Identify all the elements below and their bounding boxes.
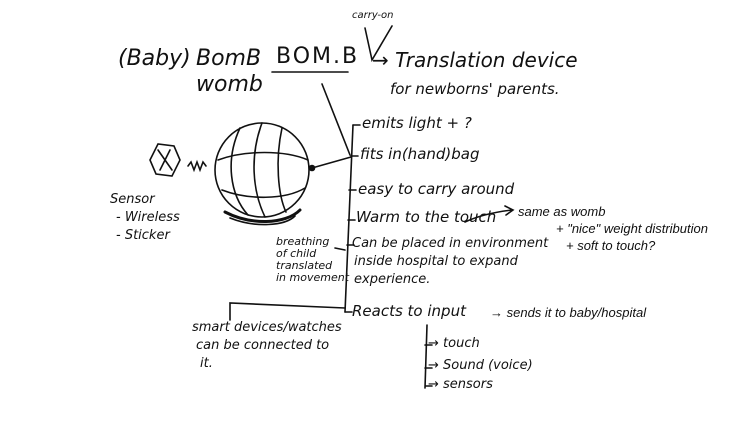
title-baby: (Baby) xyxy=(118,46,191,71)
sphere-device-icon xyxy=(214,122,310,226)
sensor-icon xyxy=(149,143,207,177)
sensor-wireless: - Wireless xyxy=(116,210,180,225)
bomb-link-line xyxy=(321,83,351,156)
warm-arrow xyxy=(464,205,515,223)
warm-note-soft: + soft to touch? xyxy=(566,238,656,253)
feature-easy-carry: easy to carry around xyxy=(358,180,515,198)
breathing-note: breathing of child translated in movemen… xyxy=(276,236,349,284)
carry-on-note: carry-on xyxy=(352,10,394,21)
input-sound: → Sound (voice) xyxy=(428,358,533,373)
sphere-link-line xyxy=(311,156,352,169)
feature-environment: Can be placed in environment xyxy=(352,236,549,251)
feature-warm: Warm to the touch xyxy=(356,208,497,226)
breathing-line: of child xyxy=(276,247,317,260)
breathing-line: breathing xyxy=(276,235,330,248)
title-womb: womb xyxy=(196,72,263,97)
feature-emits-light: emits light + ? xyxy=(362,114,472,132)
smart-devices-line2: can be connected to xyxy=(196,338,330,353)
breathing-line: translated xyxy=(276,259,333,272)
sensor-sticker: - Sticker xyxy=(116,228,170,243)
sphere-link-dot xyxy=(308,164,316,172)
wireless-squiggle xyxy=(187,159,207,173)
translation-line2: for newborns' parents. xyxy=(390,80,560,98)
breathing-link xyxy=(334,247,346,251)
title-bomb: BomB xyxy=(196,46,262,71)
input-sensors: → sensors xyxy=(428,377,493,392)
feature-experience: experience. xyxy=(354,272,431,287)
smart-devices-branch xyxy=(229,302,346,321)
title-bom-b: BOM.B xyxy=(276,44,360,69)
smart-devices-line1: smart devices/watches xyxy=(192,320,342,335)
spine-ticks xyxy=(344,124,361,313)
feature-hospital: inside hospital to expand xyxy=(354,254,518,269)
reacts-label: Reacts to input xyxy=(352,302,466,320)
carry-on-caret xyxy=(364,25,393,63)
input-touch: → touch xyxy=(428,336,480,351)
input-branch xyxy=(424,324,433,389)
feature-fits-handbag: fits in(hand)bag xyxy=(360,145,480,163)
warm-note-womb: same as womb xyxy=(518,204,606,219)
warm-note-weight: + "nice" weight distribution xyxy=(556,221,708,236)
translation-line1: → Translation device xyxy=(372,48,578,72)
sensor-label: Sensor xyxy=(110,192,155,207)
smart-devices-line3: it. xyxy=(200,356,213,371)
reacts-sends: → sends it to baby/hospital xyxy=(490,305,647,320)
breathing-line: in movement xyxy=(276,271,350,284)
